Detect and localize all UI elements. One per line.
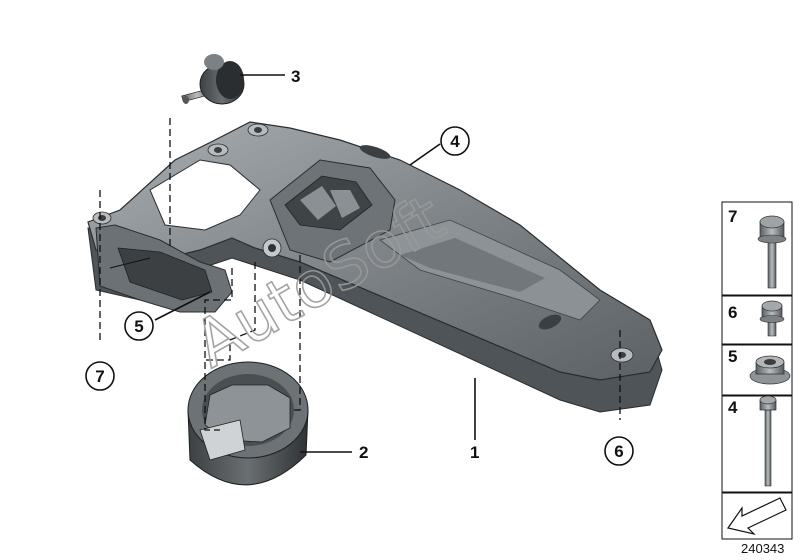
- panel-label-4: 4: [728, 398, 738, 417]
- fastener-panel: 7 6 5 4: [721, 201, 793, 540]
- callout-7: 7: [95, 367, 104, 386]
- bolt-6-icon: [759, 300, 785, 337]
- panel-label-6: 6: [728, 303, 737, 322]
- bolt-4-icon: [759, 395, 777, 487]
- callout-7-circle: 7: [85, 361, 115, 391]
- leader-lines: [154, 74, 476, 453]
- callout-4-circle: 4: [440, 126, 470, 156]
- assembly-lines: [99, 118, 621, 431]
- nut-5-icon: [749, 355, 791, 385]
- direction-arrow-icon: [726, 497, 787, 536]
- callout-6-circle: 6: [604, 436, 634, 466]
- callout-5-circle: 5: [124, 311, 154, 341]
- support-bracket: [87, 121, 663, 413]
- callout-5: 5: [134, 317, 143, 336]
- callout-3: 3: [291, 67, 300, 86]
- callout-2: 2: [359, 443, 368, 462]
- callout-4: 4: [450, 132, 460, 151]
- panel-label-5: 5: [728, 347, 737, 366]
- callout-1: 1: [470, 443, 479, 462]
- transmission-mount: [187, 361, 309, 486]
- reference-number: 240343: [741, 541, 784, 556]
- rubber-stop: [181, 54, 245, 105]
- callout-6: 6: [614, 442, 623, 461]
- panel-label-7: 7: [728, 207, 737, 226]
- bolt-7-icon: [757, 215, 787, 289]
